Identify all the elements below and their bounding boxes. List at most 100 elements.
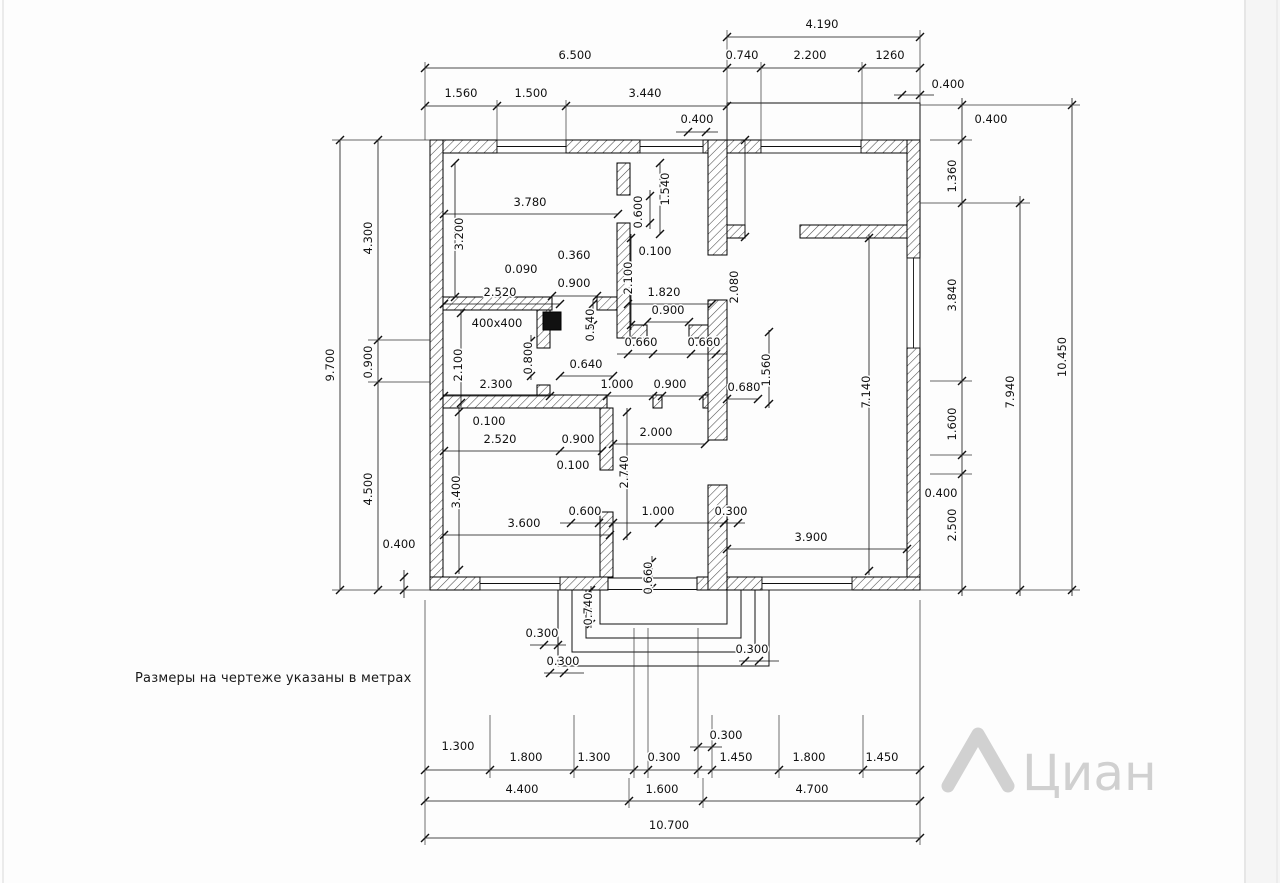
dimension-line: [456, 308, 466, 318]
dimension-label: 0.900: [562, 432, 595, 446]
dimension-label: 1.450: [720, 750, 753, 764]
dimension-label: 0.660: [625, 335, 658, 349]
dimension-line: [597, 446, 607, 456]
dimension-line: [707, 299, 717, 309]
dimension-line: [547, 291, 557, 301]
dimension-line: [864, 233, 874, 243]
dimension-label: 3.600: [508, 516, 541, 530]
window-icon: [496, 139, 567, 154]
dimension-line: [647, 557, 657, 567]
dimension-label: 4.190: [806, 17, 839, 31]
dimension-label: 0.300: [648, 750, 681, 764]
dimension-label: 2.100: [451, 349, 465, 382]
dimension-label: 1.300: [578, 750, 611, 764]
dimension-label: 1.600: [945, 408, 959, 441]
dimension-line: [555, 299, 565, 309]
dimension-label: 1.800: [510, 750, 543, 764]
dimension-label: 2.520: [484, 432, 517, 446]
dimension-label: 0.400: [383, 537, 416, 551]
dimension-label: 2.200: [794, 48, 827, 62]
dimension-line: [647, 583, 657, 593]
dimension-label: 0.900: [654, 377, 687, 391]
dimension-line: [686, 349, 696, 359]
dimension-line: [622, 531, 632, 541]
dimension-label: 4.300: [361, 222, 375, 255]
dimension-line: [592, 291, 602, 301]
dimension-line: [722, 544, 732, 554]
dimension-line: [555, 371, 565, 381]
dimension-line: [897, 90, 907, 100]
dimension-line: [645, 218, 655, 228]
cian-logo-icon: [941, 727, 1015, 793]
cian-watermark: Циан: [941, 727, 1157, 802]
dimension-line: [754, 656, 764, 666]
dimension-line: [439, 446, 449, 456]
dimension-label: 0.400: [975, 112, 1008, 126]
dimension-label: 0.900: [558, 276, 591, 290]
dimension-line: [764, 327, 774, 337]
dimension-label: 2.000: [640, 425, 673, 439]
dimension-line: [684, 317, 694, 327]
dimension-line: [559, 668, 569, 678]
dimension-label: 0.300: [736, 642, 769, 656]
window-icon: [639, 139, 704, 154]
dimension-label: 0.300: [526, 626, 559, 640]
dimension-line: [555, 446, 565, 456]
dimension-label: 2.520: [484, 285, 517, 299]
dimension-line: [623, 349, 633, 359]
dimension-line: [645, 191, 655, 201]
dimension-label: 0.400: [681, 112, 714, 126]
cian-watermark-text: Циан: [1022, 744, 1157, 802]
dimension-line: [588, 320, 598, 330]
dimension-label: 2.300: [480, 377, 513, 391]
dimension-label: 0.100: [639, 244, 672, 258]
dimension-line: [764, 399, 774, 409]
dimension-label: 1.560: [759, 354, 773, 387]
dimension-line: [594, 518, 604, 528]
dimension-label: 2.500: [945, 509, 959, 542]
dimension-line: [608, 439, 618, 449]
dimension-line: [733, 518, 743, 528]
dimension-line: [626, 233, 636, 243]
window-icon: [760, 139, 862, 154]
dimension-label: 0.540: [583, 309, 597, 342]
dimension-label: 0.680: [728, 380, 761, 394]
dimension-line: [539, 640, 549, 650]
dimension-line: [586, 585, 596, 595]
dimension-label: 0.300: [710, 728, 743, 742]
dimension-line: [654, 518, 664, 528]
dimension-label: 1.000: [601, 377, 634, 391]
dimension-label: 0.740: [581, 593, 595, 626]
dimension-label: 0.360: [558, 248, 591, 262]
dimension-label: 0.740: [726, 48, 759, 62]
dimension-label: 0.100: [473, 414, 506, 428]
dimension-label: 1.500: [515, 86, 548, 100]
dimension-label: 3.780: [514, 195, 547, 209]
dimension-line: [700, 439, 710, 449]
dimension-line: [701, 127, 711, 137]
dimension-line: [622, 407, 632, 417]
dimension-label: 1.540: [658, 173, 672, 206]
dimension-label: 7.140: [859, 376, 873, 409]
dimension-line: [545, 668, 555, 678]
dimension-line: [588, 299, 598, 309]
dimension-label: 1.360: [945, 160, 959, 193]
dimension-line: [648, 391, 658, 401]
dimension-label: 0.600: [631, 196, 645, 229]
dimension-line: [657, 391, 667, 401]
dimension-line: [613, 209, 623, 219]
dimension-line: [608, 371, 618, 381]
dimension-label: 7.940: [1003, 376, 1017, 409]
dimension-label: 400x400: [472, 316, 523, 330]
dimension-line: [586, 619, 596, 629]
dimension-label: 3.900: [795, 530, 828, 544]
porch-steps: [557, 577, 770, 667]
dimension-line: [740, 656, 750, 666]
dimension-label: 0.660: [641, 562, 655, 595]
dimension-label: 0.400: [932, 77, 965, 91]
dimension-label: 10.450: [1055, 337, 1069, 377]
dimension-line: [626, 320, 636, 330]
dimension-label: 10.700: [649, 818, 689, 832]
